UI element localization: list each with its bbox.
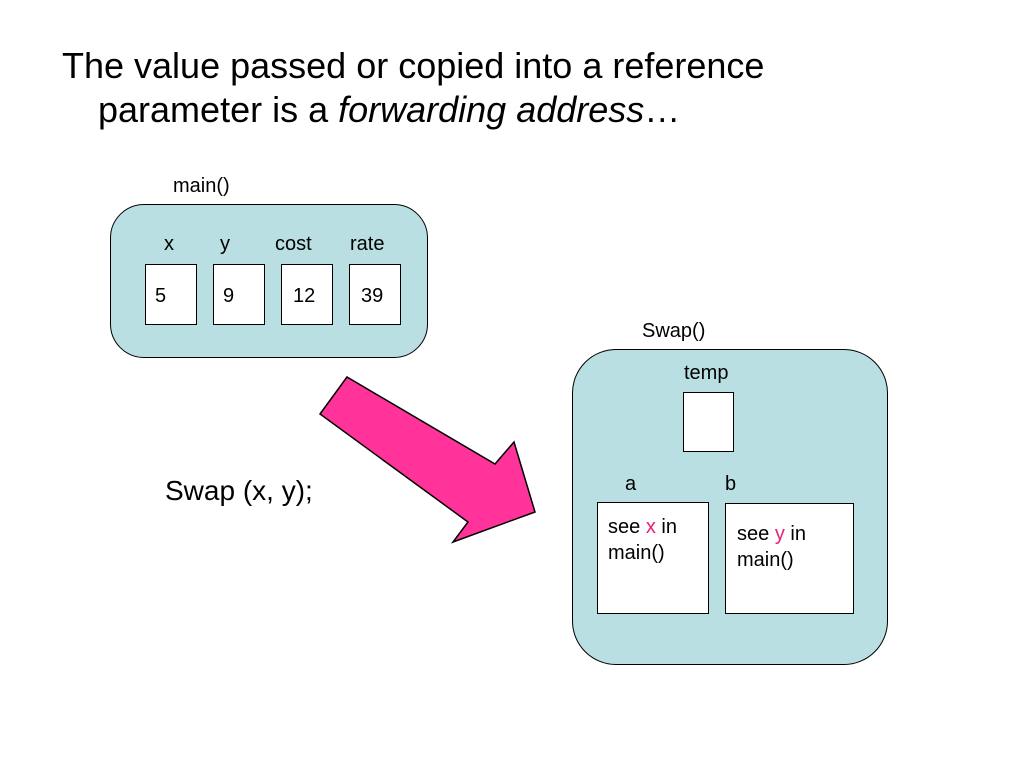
title-line-2: parameter is a forwarding address… <box>62 88 962 132</box>
swap-frame-label: Swap() <box>642 320 706 342</box>
var-y-cell <box>213 264 265 325</box>
call-arrow-shape <box>318 376 536 544</box>
param-a-target: x <box>645 516 656 538</box>
swap-call-statement: Swap (x, y); <box>165 475 313 506</box>
var-y-value: 9 <box>223 285 235 307</box>
param-a-reference: see x in main() <box>608 514 677 566</box>
param-b-cell <box>725 503 854 614</box>
title-emphasis: forwarding address <box>338 89 645 130</box>
param-b-reference: see y in main() <box>737 521 806 573</box>
param-a-label: a <box>625 473 637 495</box>
param-b-post: in <box>784 523 806 545</box>
var-cost-value: 12 <box>293 285 316 307</box>
var-y-label: y <box>220 233 230 255</box>
var-cost-label: cost <box>275 233 312 255</box>
var-rate-label: rate <box>350 233 385 255</box>
var-rate-cell <box>349 264 401 325</box>
slide-title: The value passed or copied into a refere… <box>62 44 962 132</box>
param-a-line2: main() <box>608 542 665 564</box>
param-a-pre: see <box>608 516 646 538</box>
title-line-2-suffix: … <box>644 89 681 130</box>
param-a-post: in <box>655 516 677 538</box>
param-b-target: y <box>774 523 785 545</box>
temp-label: temp <box>684 362 729 384</box>
param-a-cell <box>597 502 709 614</box>
main-frame-label: main() <box>173 175 230 197</box>
var-cost-cell <box>281 264 333 325</box>
temp-cell <box>683 392 734 452</box>
var-rate-value: 39 <box>361 285 384 307</box>
title-line-2-prefix: parameter is a <box>98 89 339 130</box>
param-b-pre: see <box>737 523 775 545</box>
var-x-cell <box>145 264 197 325</box>
var-x-label: x <box>164 233 174 255</box>
title-line-1: The value passed or copied into a refere… <box>62 45 765 86</box>
param-b-label: b <box>725 473 737 495</box>
var-x-value: 5 <box>155 285 167 307</box>
param-b-line2: main() <box>737 549 794 571</box>
